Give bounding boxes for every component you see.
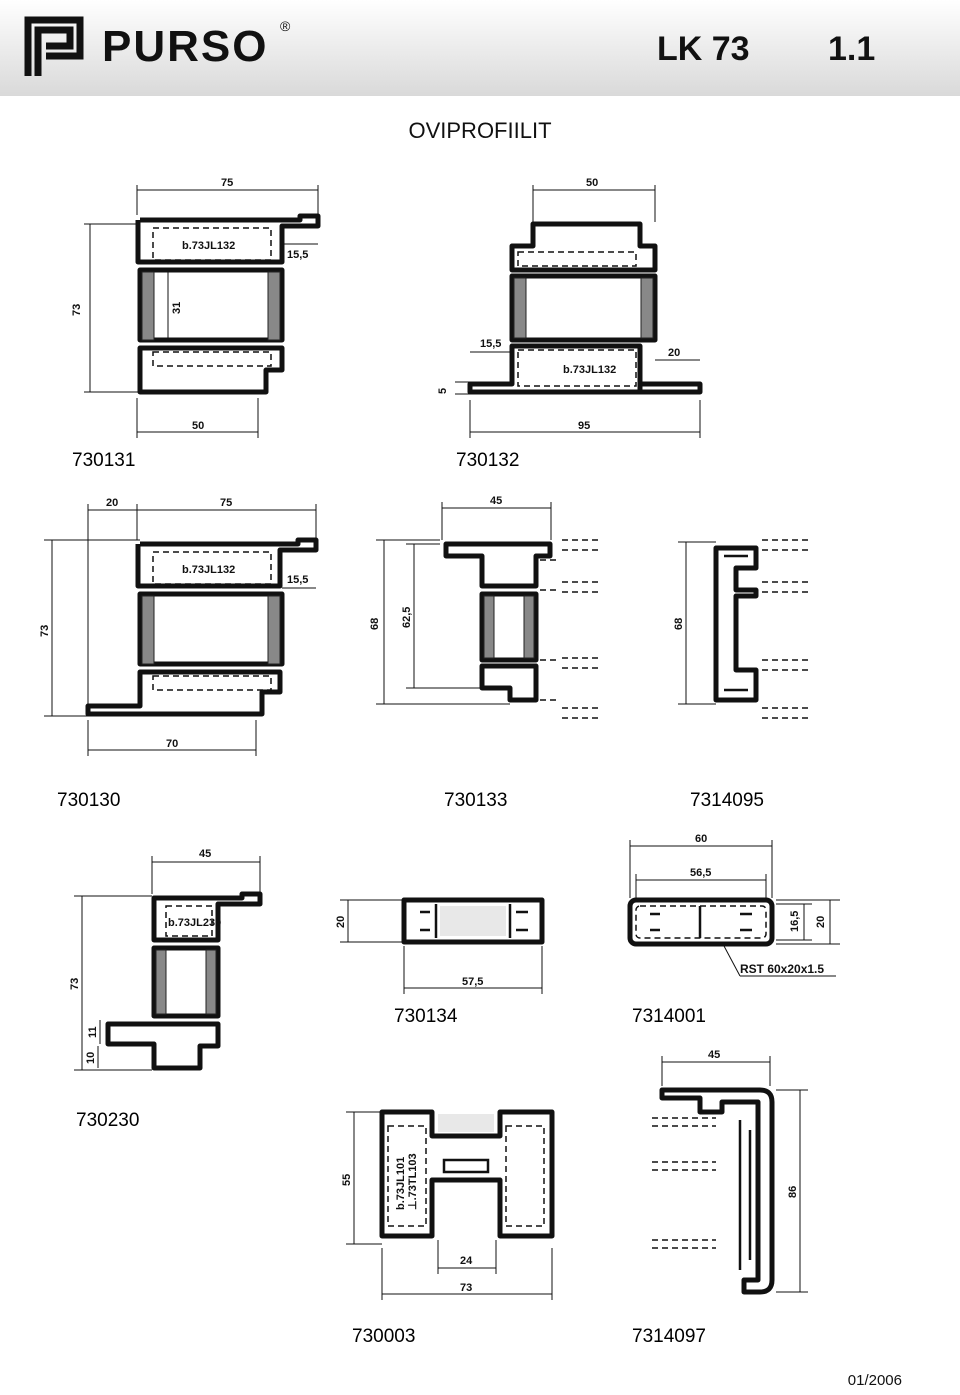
dim-width: 45 bbox=[199, 848, 211, 860]
dim-chamber: 31 bbox=[171, 302, 183, 314]
header-bar: PURSO ® LK 73 1.1 bbox=[0, 0, 960, 96]
profile-code-7314001: 7314001 bbox=[632, 1006, 706, 1027]
profile-730131-drawing: 75 b.73JL132 15,5 73 31 50 bbox=[71, 177, 321, 438]
dim-height: 86 bbox=[787, 1186, 799, 1198]
dim-bottom: 95 bbox=[578, 420, 590, 432]
brand-name: PURSO bbox=[102, 22, 269, 71]
dim-11: 11 bbox=[87, 1026, 99, 1038]
profile-7314001-drawing: 60 56,5 16,5 20 RST 60x20x1.5 bbox=[627, 833, 840, 977]
registered-mark: ® bbox=[280, 18, 291, 34]
dim-outer-width: 60 bbox=[695, 833, 707, 845]
dim-width: 75 bbox=[220, 497, 232, 509]
dim-height: 20 bbox=[335, 916, 347, 928]
profile-code-730134: 730134 bbox=[394, 1006, 458, 1027]
profile-code-730133: 730133 bbox=[444, 790, 507, 811]
profile-7314095-drawing: 68 bbox=[673, 539, 808, 719]
dim-10: 10 bbox=[85, 1052, 97, 1064]
glazing-label: b.73JL132 bbox=[182, 564, 235, 576]
dim-offset: 20 bbox=[668, 347, 680, 359]
profile-code-7314097: 7314097 bbox=[632, 1326, 706, 1347]
dim-rebate: 15,5 bbox=[480, 338, 501, 350]
glazing-label: b.73JL230 bbox=[168, 917, 221, 929]
profile-730133-drawing: 45 68 62,5 bbox=[369, 495, 602, 719]
profile-7314097-drawing: 45 86 bbox=[652, 1049, 808, 1295]
dim-height: 68 bbox=[673, 618, 685, 630]
page-title: OVIPROFIILIT bbox=[408, 118, 552, 143]
profile-code-730130: 730130 bbox=[57, 790, 120, 811]
profile-730134-drawing: 20 57,5 bbox=[335, 897, 545, 994]
dim-bottom: 70 bbox=[166, 738, 178, 750]
dim-inner-width: 56,5 bbox=[690, 867, 711, 879]
dim-rebate: 15,5 bbox=[287, 574, 308, 586]
dim-gap: 24 bbox=[460, 1255, 473, 1267]
dim-height: 68 bbox=[369, 618, 381, 630]
series-title: LK 73 bbox=[657, 30, 750, 68]
profile-730003-drawing: b.73JL101 ⊥.73TL103 55 24 73 bbox=[341, 1109, 555, 1300]
dim-inner-height: 62,5 bbox=[401, 607, 413, 628]
dim-width: 45 bbox=[490, 495, 502, 507]
profile-730130-drawing: 20 75 b.73JL132 15,5 73 70 bbox=[39, 497, 319, 756]
dim-width: 57,5 bbox=[462, 976, 483, 988]
glazing-label-2: ⊥.73TL103 bbox=[407, 1153, 419, 1210]
profile-code-730132: 730132 bbox=[456, 450, 519, 471]
profile-code-7314095: 7314095 bbox=[690, 790, 764, 811]
profile-730132-drawing: 50 b.73JL132 15,5 20 5 95 bbox=[437, 177, 703, 438]
dim-width: 75 bbox=[221, 177, 233, 189]
glazing-label: b.73JL132 bbox=[182, 240, 235, 252]
dim-rebate: 15,5 bbox=[287, 249, 308, 261]
dim-flange: 5 bbox=[437, 388, 449, 394]
purso-logo-icon bbox=[24, 16, 84, 76]
dim-inner-height: 16,5 bbox=[789, 911, 801, 932]
dim-width: 45 bbox=[708, 1049, 720, 1061]
dim-height: 73 bbox=[71, 304, 83, 316]
profile-code-730003: 730003 bbox=[352, 1326, 415, 1347]
page-number: 1.1 bbox=[828, 30, 876, 68]
footer-date: 01/2006 bbox=[847, 1372, 902, 1389]
glazing-label-1: b.73JL101 bbox=[395, 1157, 407, 1210]
dim-height: 73 bbox=[69, 978, 81, 990]
dim-width: 73 bbox=[460, 1282, 472, 1294]
dim-height: 55 bbox=[341, 1174, 353, 1186]
dim-leg: 20 bbox=[106, 497, 118, 509]
glazing-label: b.73JL132 bbox=[563, 364, 616, 376]
dim-outer-height: 20 bbox=[815, 916, 827, 928]
dim-bottom: 50 bbox=[192, 420, 204, 432]
profile-code-730230: 730230 bbox=[76, 1110, 139, 1131]
dim-width: 50 bbox=[586, 177, 598, 189]
dim-height: 73 bbox=[39, 625, 51, 637]
profile-730230-drawing: 45 b.73JL230 73 11 10 bbox=[69, 848, 263, 1071]
tube-note: RST 60x20x1.5 bbox=[740, 962, 824, 976]
profile-code-730131: 730131 bbox=[72, 450, 135, 471]
